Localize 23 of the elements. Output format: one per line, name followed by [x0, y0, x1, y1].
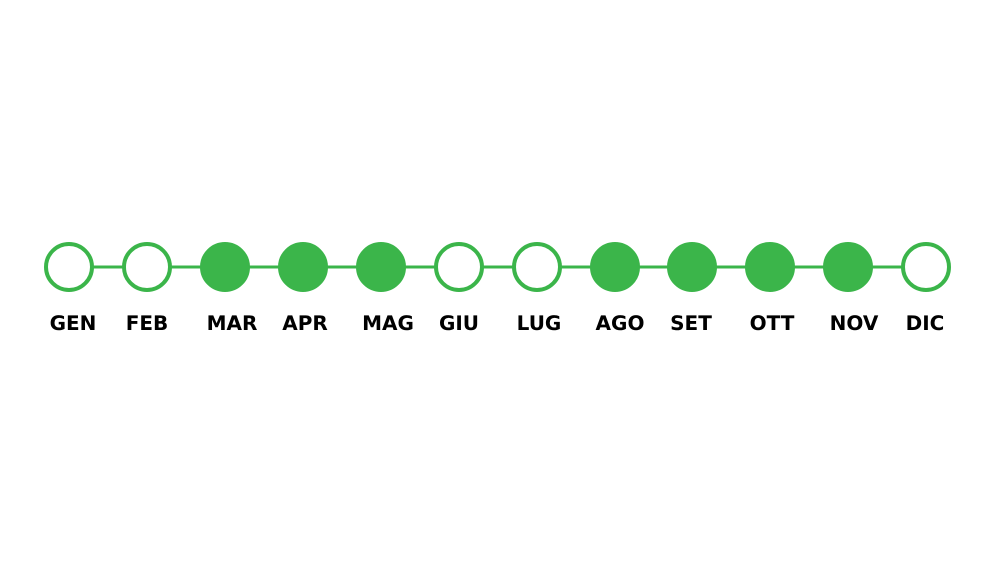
month-label: LUG: [516, 311, 562, 335]
month-label: GEN: [48, 311, 98, 335]
connector-line: [327, 266, 357, 268]
month-label: OTT: [748, 311, 796, 335]
month-label: MAG: [361, 311, 415, 335]
connector-line: [639, 266, 668, 268]
connector-line: [872, 266, 902, 268]
connector-line: [561, 266, 591, 268]
connector-line: [93, 266, 123, 268]
connector-line: [249, 266, 279, 268]
month-label: FEB: [124, 311, 170, 335]
connector-line: [405, 266, 435, 268]
connector-line: [716, 266, 746, 268]
month-label: MAR: [206, 311, 258, 335]
month-label: SET: [669, 311, 713, 335]
connector-line: [794, 266, 824, 268]
month-label: NOV: [828, 311, 880, 335]
month-label: GIU: [438, 311, 480, 335]
connector-line: [483, 266, 513, 268]
connector-line: [171, 266, 201, 268]
month-label: APR: [281, 311, 329, 335]
month-label: AGO: [594, 311, 646, 335]
month-label: DIC: [904, 311, 946, 335]
